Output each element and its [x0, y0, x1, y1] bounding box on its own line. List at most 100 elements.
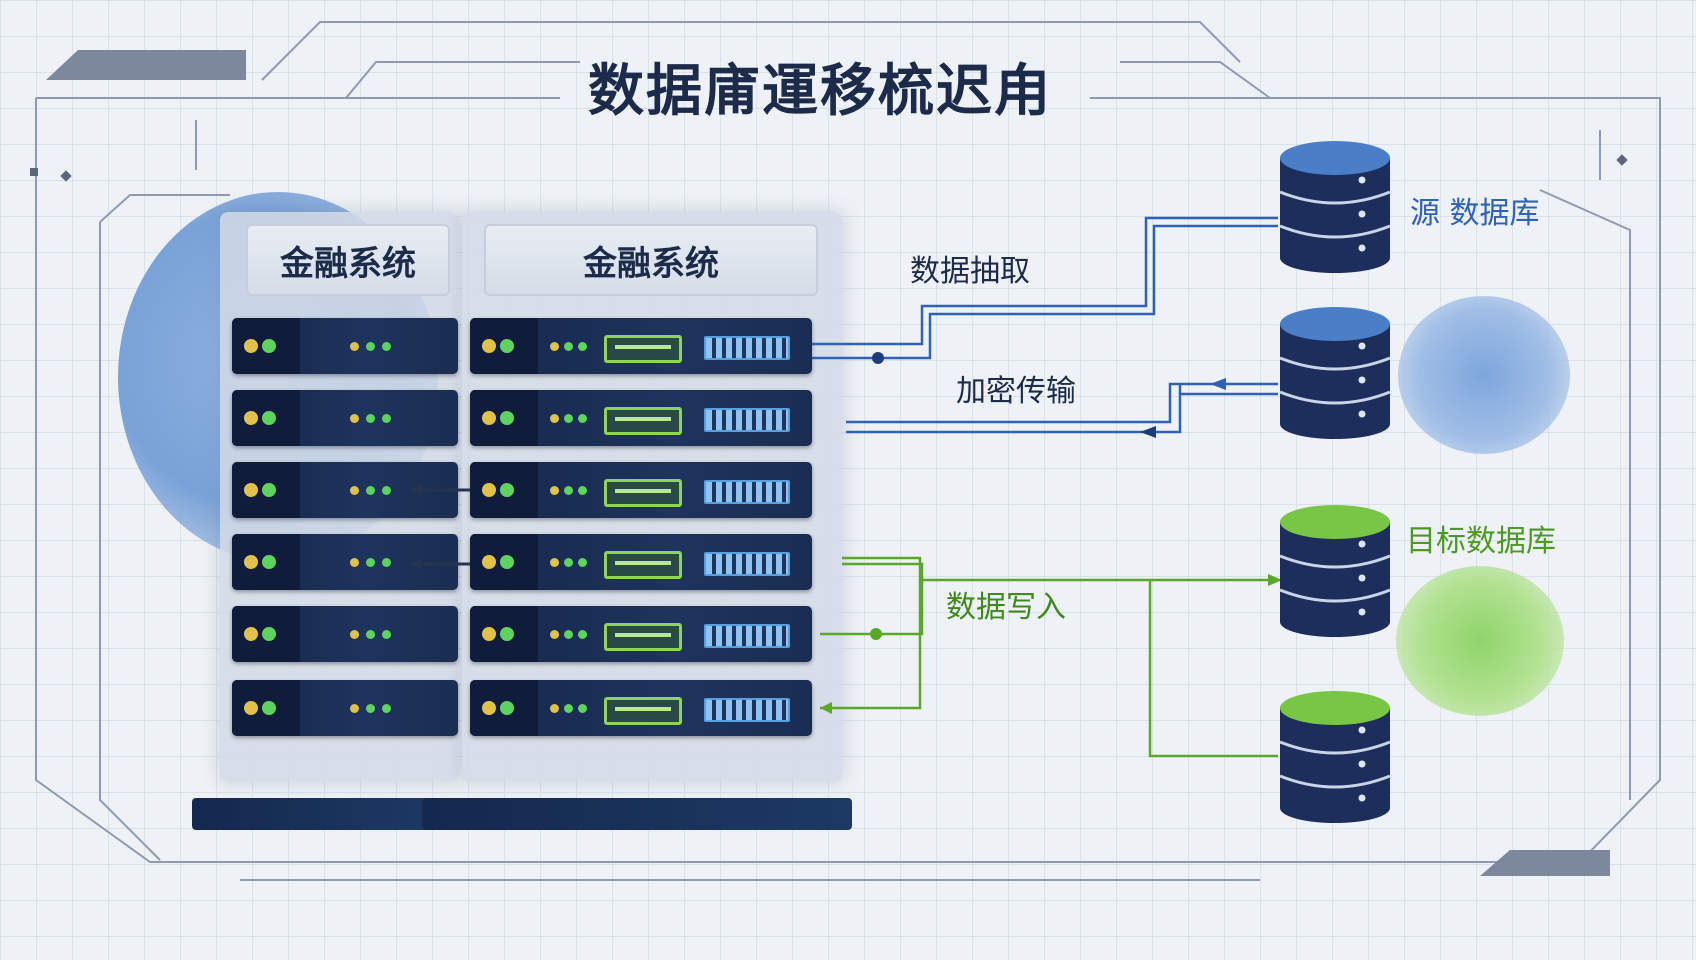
status-led-icon	[482, 555, 496, 569]
green-glow-right	[1396, 566, 1564, 716]
vent-panel-icon	[704, 698, 790, 722]
indicator-dot-icon	[350, 558, 359, 567]
vent-panel-icon	[704, 408, 790, 432]
indicator-dot-icon	[550, 630, 559, 639]
status-led-icon	[500, 627, 514, 641]
indicator-dot-icon	[382, 414, 391, 423]
indicator-dot-icon	[382, 704, 391, 713]
status-led-icon	[262, 483, 276, 497]
indicator-dot-icon	[366, 558, 375, 567]
status-led-icon	[244, 339, 258, 353]
vent-panel-icon	[704, 336, 790, 360]
server-unit-left	[232, 390, 458, 446]
server-unit-left	[232, 680, 458, 736]
indicator-dot-icon	[550, 486, 559, 495]
network-port-icon	[604, 551, 682, 579]
indicator-dot-icon	[578, 486, 587, 495]
status-led-icon	[500, 555, 514, 569]
indicator-dot-icon	[550, 414, 559, 423]
blue-glow-right	[1398, 296, 1570, 454]
indicator-dot-icon	[550, 342, 559, 351]
indicator-dot-icon	[350, 630, 359, 639]
network-port-icon	[604, 623, 682, 651]
rack-right-base	[422, 798, 852, 830]
indicator-dot-icon	[564, 414, 573, 423]
status-led-icon	[262, 411, 276, 425]
status-led-icon	[482, 701, 496, 715]
vent-panel-icon	[704, 624, 790, 648]
network-port-icon	[604, 407, 682, 435]
indicator-dot-icon	[550, 558, 559, 567]
status-led-icon	[244, 627, 258, 641]
server-unit-right	[470, 680, 812, 736]
indicator-dot-icon	[366, 704, 375, 713]
vent-panel-icon	[704, 480, 790, 504]
source-database-icon	[1278, 140, 1392, 274]
server-unit-right	[470, 606, 812, 662]
rack-left-header: 金融系统	[246, 224, 450, 296]
server-unit-right	[470, 390, 812, 446]
indicator-dot-icon	[382, 630, 391, 639]
status-led-icon	[262, 701, 276, 715]
rack-left-base	[192, 798, 442, 830]
status-led-icon	[500, 483, 514, 497]
indicator-dot-icon	[350, 704, 359, 713]
indicator-dot-icon	[366, 342, 375, 351]
indicator-dot-icon	[578, 414, 587, 423]
status-led-icon	[262, 627, 276, 641]
indicator-dot-icon	[366, 414, 375, 423]
source-database-icon	[1278, 306, 1392, 440]
rack-right-title: 金融系统	[583, 243, 719, 284]
indicator-dot-icon	[564, 558, 573, 567]
indicator-dot-icon	[382, 342, 391, 351]
status-led-icon	[500, 411, 514, 425]
indicator-dot-icon	[578, 342, 587, 351]
network-port-icon	[604, 697, 682, 725]
flow-label-write: 数据写入	[946, 590, 1066, 625]
status-led-icon	[262, 555, 276, 569]
server-unit-left	[232, 606, 458, 662]
server-unit-right	[470, 318, 812, 374]
source-db-label: 源 数据库	[1410, 196, 1540, 231]
indicator-dot-icon	[350, 414, 359, 423]
status-led-icon	[244, 483, 258, 497]
indicator-dot-icon	[382, 486, 391, 495]
indicator-dot-icon	[564, 486, 573, 495]
indicator-dot-icon	[382, 558, 391, 567]
indicator-dot-icon	[550, 704, 559, 713]
indicator-dot-icon	[564, 704, 573, 713]
network-port-icon	[604, 479, 682, 507]
indicator-dot-icon	[564, 630, 573, 639]
flow-label-transfer: 加密传输	[956, 374, 1076, 409]
indicator-dot-icon	[564, 342, 573, 351]
server-unit-right	[470, 534, 812, 590]
indicator-dot-icon	[578, 704, 587, 713]
target-db-label: 目标数据库	[1406, 524, 1556, 559]
indicator-dot-icon	[350, 486, 359, 495]
indicator-dot-icon	[578, 558, 587, 567]
rack-right-header: 金融系统	[484, 224, 818, 296]
status-led-icon	[482, 483, 496, 497]
indicator-dot-icon	[366, 630, 375, 639]
status-led-icon	[482, 411, 496, 425]
target-database-icon	[1278, 690, 1392, 824]
indicator-dot-icon	[578, 630, 587, 639]
rack-left-title: 金融系统	[280, 243, 416, 284]
indicator-dot-icon	[366, 486, 375, 495]
flow-label-extract: 数据抽取	[910, 254, 1030, 289]
indicator-dot-icon	[350, 342, 359, 351]
server-unit-right	[470, 462, 812, 518]
status-led-icon	[244, 701, 258, 715]
status-led-icon	[482, 339, 496, 353]
vent-panel-icon	[704, 552, 790, 576]
status-led-icon	[244, 555, 258, 569]
network-port-icon	[604, 335, 682, 363]
target-database-icon	[1278, 504, 1392, 638]
status-led-icon	[500, 701, 514, 715]
page-title: 数据庯運移梳迟甪	[588, 59, 1052, 124]
status-led-icon	[262, 339, 276, 353]
status-led-icon	[244, 411, 258, 425]
server-unit-left	[232, 318, 458, 374]
status-led-icon	[500, 339, 514, 353]
